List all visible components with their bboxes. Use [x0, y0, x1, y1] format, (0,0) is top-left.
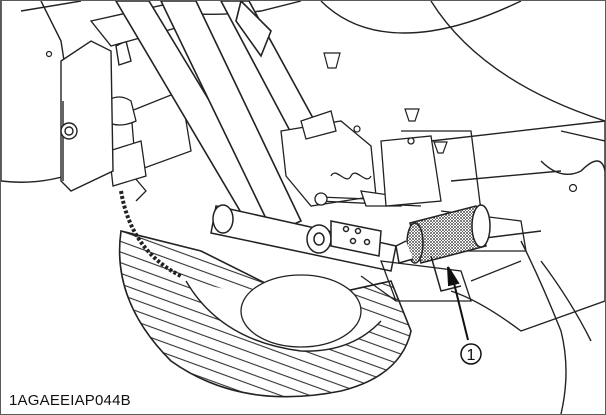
cross-shaft	[210, 204, 397, 272]
lower-housing	[360, 260, 522, 302]
callout-leader	[447, 266, 469, 341]
callout-1: 1	[460, 343, 482, 365]
mounting-bolts	[45, 50, 578, 193]
figure-code: 1AGAEEIAP044B	[9, 392, 131, 409]
oil-filter	[395, 204, 491, 292]
rear-tire	[118, 230, 412, 398]
callout-number: 1	[467, 347, 476, 364]
